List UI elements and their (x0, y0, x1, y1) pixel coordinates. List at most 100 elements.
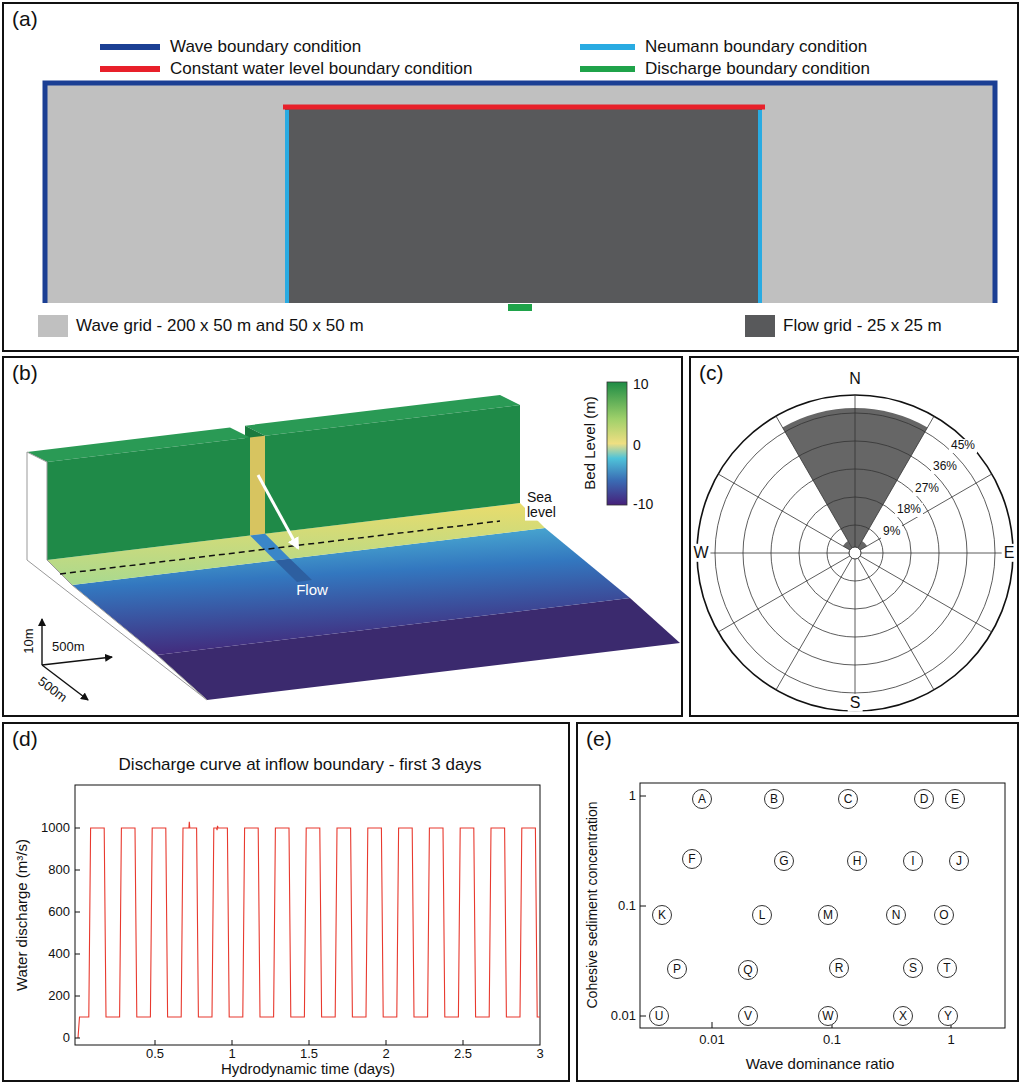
bathymetry-3d (27, 382, 680, 700)
case-circle: D (914, 789, 934, 809)
label-text: 0.01 (611, 1009, 636, 1024)
case-letter: J (956, 855, 962, 867)
label-text: 600 (48, 905, 70, 920)
legend-text: Wave grid - 200 x 50 m and 50 x 50 m (76, 316, 364, 336)
label-text: 200 (48, 989, 70, 1004)
label-text: 45% (949, 439, 977, 453)
case-letter: D (920, 793, 929, 805)
case-circle: M (818, 905, 838, 925)
label-text: 1000 (41, 821, 70, 836)
label-text: 27% (913, 482, 941, 496)
case-letter: F (688, 853, 695, 865)
case-circle: R (829, 958, 849, 978)
legend-swatch (38, 315, 68, 337)
case-circle: F (682, 849, 702, 869)
label-text: 10m (22, 628, 37, 653)
case-circle: B (764, 789, 784, 809)
label-text: 0 (63, 1031, 70, 1046)
case-letter: Y (944, 1010, 952, 1022)
label-text: 0 (633, 437, 641, 453)
case-letter: G (779, 855, 788, 867)
case-letter: X (899, 1010, 907, 1022)
label-text: 500m (52, 640, 85, 655)
panel-letter: (e) (586, 727, 612, 751)
label-text: 0.5 (146, 1047, 164, 1062)
case-letter: W (822, 1010, 833, 1022)
legend-swatch (100, 44, 160, 50)
label-text: 2 (382, 1047, 389, 1062)
label-text: N (847, 370, 863, 388)
label-text: Cohesive sediment concentration (584, 801, 600, 1008)
label-text: 0.1 (823, 1033, 841, 1048)
neumann-boundary (285, 110, 289, 303)
label-text: 18% (895, 503, 923, 517)
case-letter: B (770, 793, 778, 805)
label-text: 0.1 (618, 899, 636, 914)
wave-rose (697, 395, 1013, 711)
label-text: Hydrodynamic time (days) (221, 1060, 395, 1077)
neumann-boundary (758, 110, 762, 303)
label-text: 800 (48, 863, 70, 878)
case-circle: T (937, 958, 957, 978)
wave-grid (45, 83, 995, 303)
case-circle: E (945, 789, 965, 809)
case-circle: C (838, 789, 858, 809)
discharge-chart (75, 785, 540, 1045)
discharge-boundary (508, 304, 532, 311)
case-letter: U (655, 1010, 664, 1022)
case-circle: Q (738, 960, 758, 980)
case-letter: R (835, 962, 844, 974)
legend-text: Flow grid - 25 x 25 m (783, 316, 942, 336)
case-circle: A (692, 789, 712, 809)
case-circle: U (649, 1006, 669, 1026)
label-text: Discharge curve at inflow boundary - fir… (119, 755, 482, 775)
label-text: Sea level (525, 490, 569, 521)
case-letter: H (853, 855, 862, 867)
case-circle: W (818, 1006, 838, 1026)
label-text: 400 (48, 947, 70, 962)
case-letter: V (744, 1010, 752, 1022)
case-circle: S (903, 958, 923, 978)
case-circle: H (847, 851, 867, 871)
label-text: -10 (633, 496, 653, 512)
label-text: Bed Level (m) (581, 396, 598, 489)
legend-text: Discharge boundary condition (645, 59, 870, 79)
case-letter: A (698, 793, 706, 805)
legend-swatch (580, 44, 635, 50)
case-letter: K (658, 909, 666, 921)
case-circle: K (652, 905, 672, 925)
label-text: 1 (947, 1033, 954, 1048)
label-text: 500m (35, 674, 70, 706)
case-letter: Q (743, 964, 752, 976)
case-circle: X (893, 1006, 913, 1026)
panel-letter: (d) (12, 727, 38, 751)
label-text: 1 (228, 1047, 235, 1062)
scatter-plot (640, 783, 1005, 1028)
case-letter: C (844, 793, 853, 805)
label-text: 1 (629, 789, 636, 804)
label-text: W (691, 544, 710, 562)
case-letter: M (823, 909, 833, 921)
label-text: Wave dominance ratio (746, 1055, 895, 1072)
case-circle: O (934, 905, 954, 925)
panel-frame: (c) (689, 356, 1019, 717)
label-text: 10 (633, 376, 649, 392)
label-text: 3 (536, 1047, 543, 1062)
water-level-boundary (283, 105, 765, 110)
legend-text: Wave boundary condition (170, 37, 361, 57)
label-text: S (848, 694, 863, 712)
case-circle: G (774, 851, 794, 871)
label-text: 1.5 (300, 1047, 318, 1062)
flow-grid (285, 105, 762, 303)
case-letter: I (911, 855, 914, 867)
panel-frame: (b) (2, 356, 683, 717)
legend-swatch (580, 66, 635, 72)
case-letter: O (939, 909, 948, 921)
label-text: 36% (931, 460, 959, 474)
label-text: 0.01 (699, 1033, 724, 1048)
case-circle: L (752, 905, 772, 925)
case-letter: L (759, 909, 766, 921)
case-circle: N (886, 905, 906, 925)
panel-frame: (d) (2, 722, 570, 1082)
